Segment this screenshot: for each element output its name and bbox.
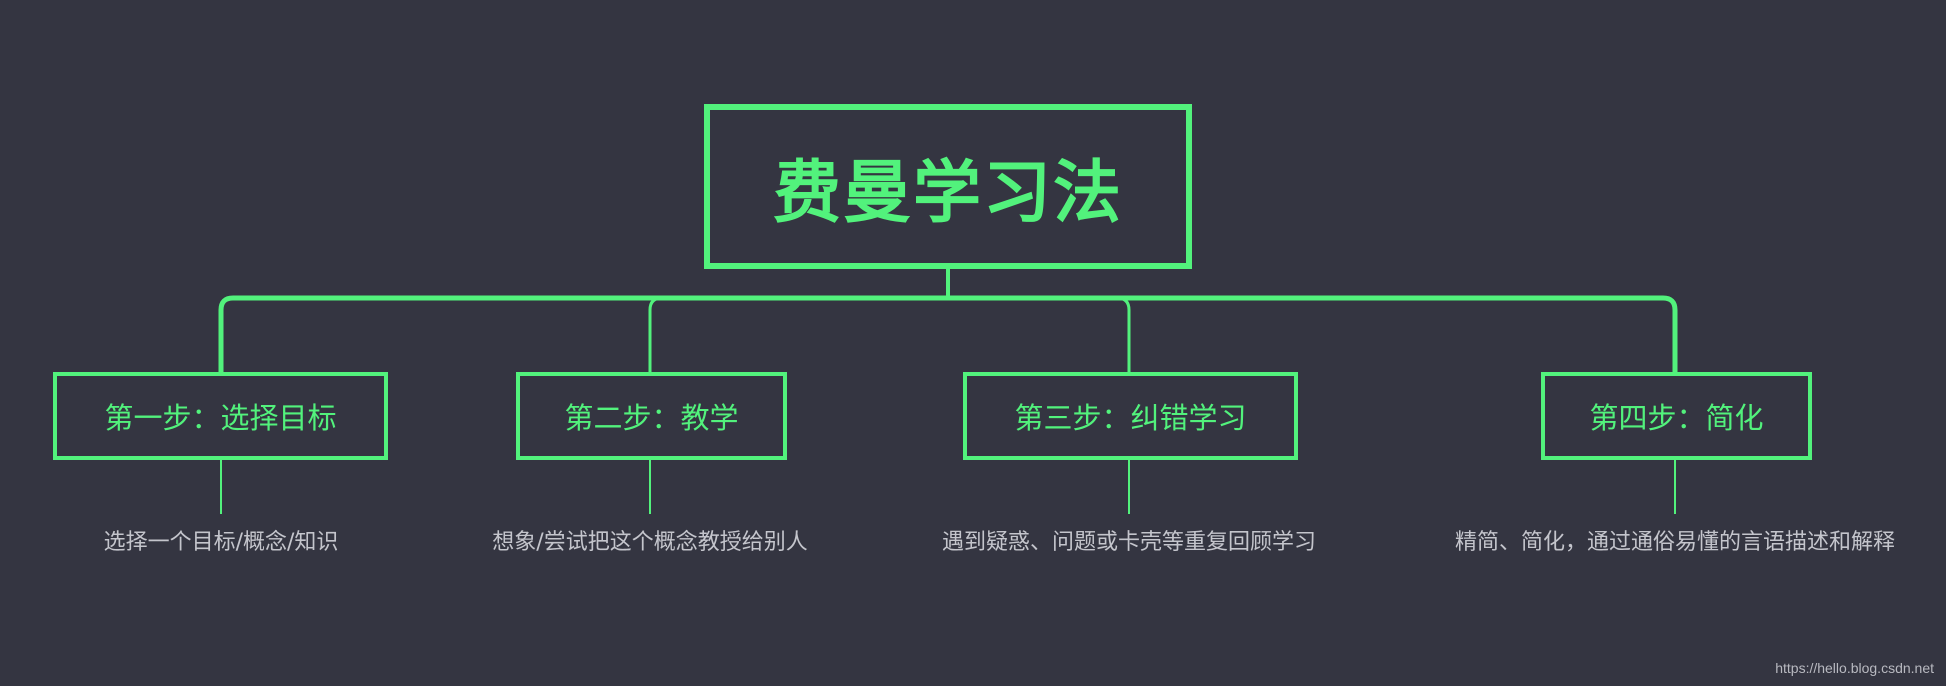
step-2-node: 第二步：教学 <box>516 372 787 460</box>
step-1-node: 第一步：选择目标 <box>53 372 388 460</box>
watermark: https://hello.blog.csdn.net <box>1775 660 1934 676</box>
step-3-description: 遇到疑惑、问题或卡壳等重复回顾学习 <box>941 530 1316 555</box>
step-4-node: 第四步：简化 <box>1541 372 1812 460</box>
step-4-description: 精简、简化，通过通俗易懂的言语描述和解释 <box>1454 530 1895 555</box>
step-1-description: 选择一个目标/概念/知识 <box>103 530 339 555</box>
root-node-title: 费曼学习法 <box>704 104 1192 269</box>
step-2-description: 想象/尝试把这个概念教授给别人 <box>492 530 808 555</box>
step-3-node: 第三步：纠错学习 <box>963 372 1298 460</box>
